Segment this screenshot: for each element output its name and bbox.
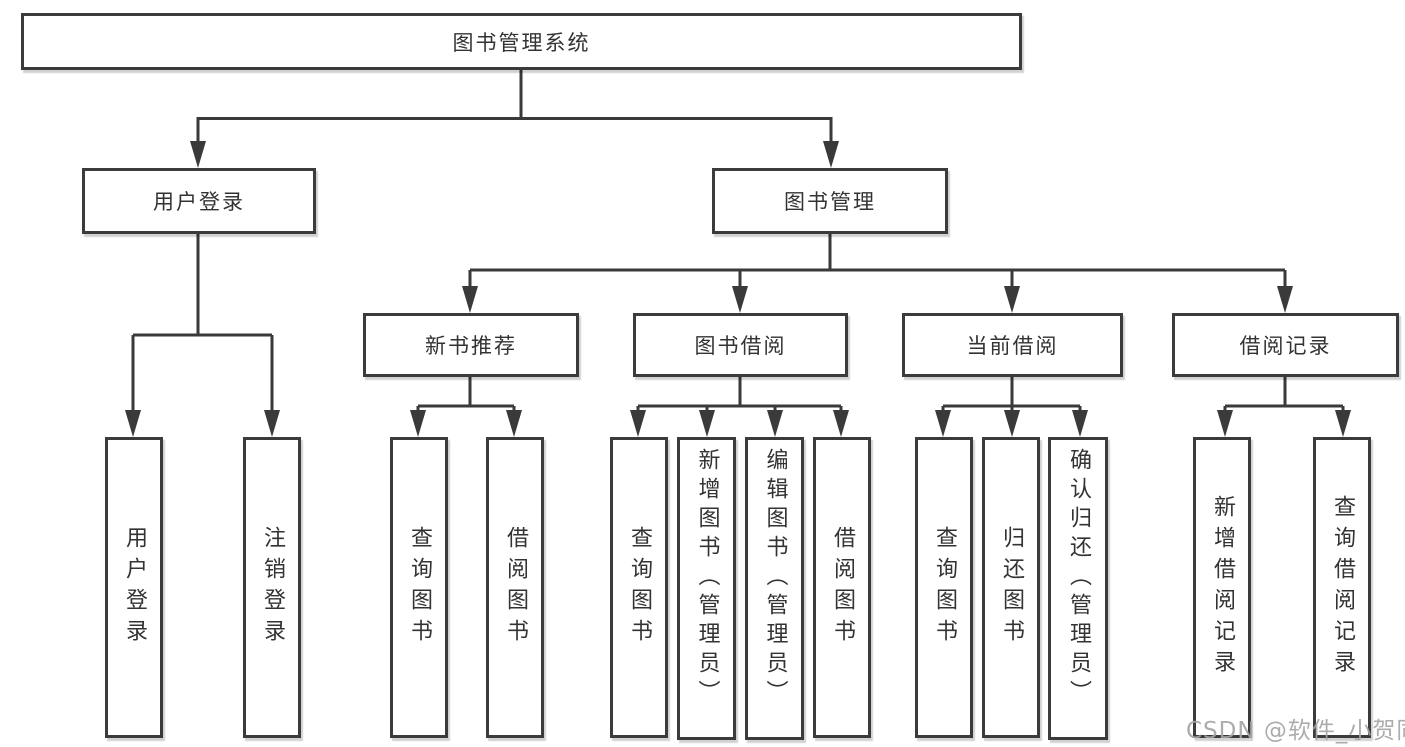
leaf-query-books-current: 查询图书: [915, 437, 973, 738]
leaf-label: 注销登录: [260, 525, 285, 650]
leaf-borrow-books-borrow: 借阅图书: [813, 437, 871, 738]
node-new-book-recommend: 新书推荐: [363, 313, 579, 377]
leaf-user-login: 用户登录: [105, 437, 163, 738]
leaf-label: 归还图书: [999, 525, 1024, 650]
leaf-label: 借阅图书: [830, 525, 855, 650]
leaf-label: 用户登录: [122, 525, 147, 650]
leaf-return-book: 归还图书: [982, 437, 1040, 738]
node-label: 新书推荐: [425, 334, 517, 358]
leaf-label: 新增图书（管理员）: [694, 448, 720, 709]
leaf-edit-book-admin: 编辑图书（管理员）: [745, 437, 804, 740]
csdn-watermark: CSDN @软件_小贺同学: [1186, 718, 1405, 744]
node-book-management: 图书管理: [712, 168, 948, 234]
node-label: 借阅记录: [1239, 334, 1332, 358]
node-current-borrow: 当前借阅: [902, 313, 1123, 377]
node-label: 图书借阅: [694, 334, 787, 358]
node-system-root: 图书管理系统: [21, 13, 1022, 70]
leaf-query-borrow-record: 查询借阅记录: [1313, 437, 1371, 738]
leaf-confirm-return-admin: 确认归还（管理员）: [1048, 437, 1108, 740]
arrowheads: [125, 141, 1351, 437]
node-borrow-records: 借阅记录: [1172, 313, 1399, 377]
node-label: 图书管理系统: [452, 30, 591, 55]
node-label: 用户登录: [153, 190, 245, 214]
leaf-label: 新增借阅记录: [1210, 494, 1235, 681]
node-user-login: 用户登录: [82, 168, 316, 234]
leaf-query-books-recommend: 查询图书: [390, 437, 448, 738]
leaf-label: 借阅图书: [503, 525, 528, 650]
leaf-label: 查询借阅记录: [1330, 494, 1355, 681]
node-label: 当前借阅: [966, 334, 1059, 358]
leaf-borrow-books-recommend: 借阅图书: [486, 437, 544, 738]
leaf-label: 确认归还（管理员）: [1066, 448, 1091, 709]
node-label: 图书管理: [784, 190, 876, 214]
leaf-label: 编辑图书（管理员）: [762, 448, 788, 709]
leaf-label: 查询图书: [407, 525, 432, 650]
leaf-add-borrow-record: 新增借阅记录: [1193, 437, 1251, 738]
leaf-logout: 注销登录: [243, 437, 301, 738]
leaf-label: 查询图书: [932, 525, 957, 650]
leaf-query-books-borrow: 查询图书: [610, 437, 668, 738]
leaf-add-book-admin: 新增图书（管理员）: [677, 437, 736, 740]
node-book-borrow: 图书借阅: [633, 313, 848, 377]
leaf-label: 查询图书: [627, 525, 652, 650]
